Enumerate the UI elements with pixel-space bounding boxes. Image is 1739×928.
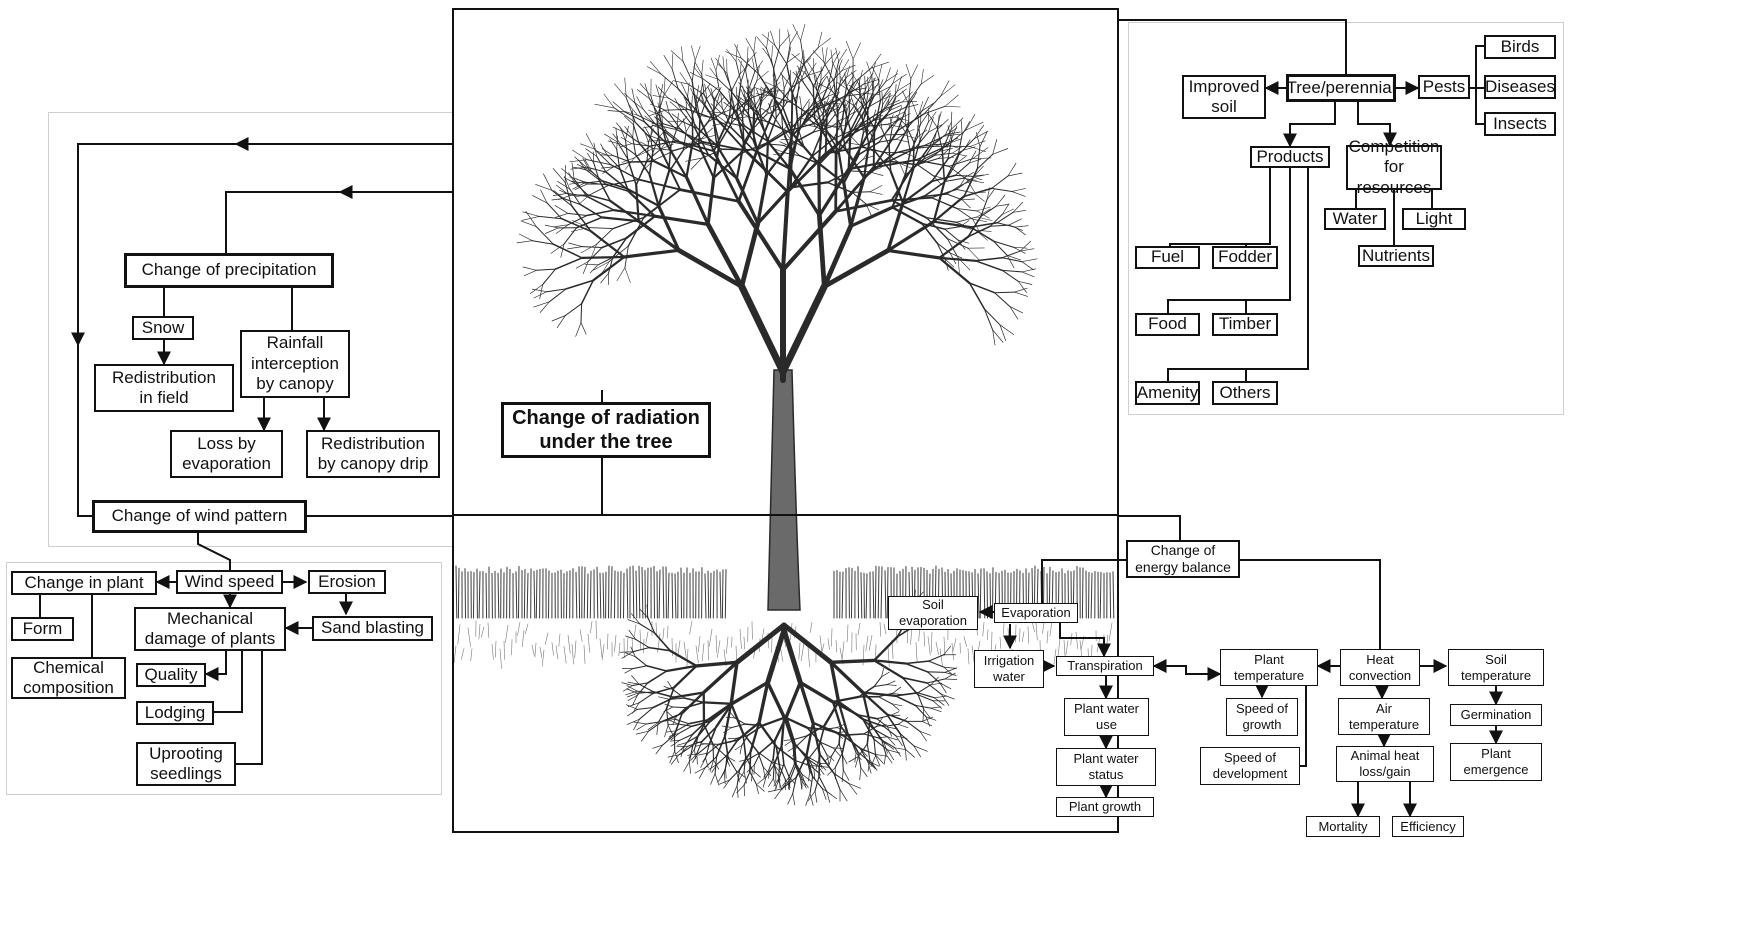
soil-temperature-box: Soil temperature <box>1448 649 1544 686</box>
timber-box: Timber <box>1212 313 1278 336</box>
tree-crown-icon <box>516 23 1038 611</box>
improved-soil-box: Improved soil <box>1182 75 1266 119</box>
mortality-box: Mortality <box>1306 816 1380 837</box>
chemical-composition-box: Chemical composition <box>11 657 126 699</box>
plant-growth-box: Plant growth <box>1056 797 1154 817</box>
heat-convection-box: Heat convection <box>1340 649 1420 686</box>
fodder-box: Fodder <box>1212 246 1278 269</box>
plant-water-status-box: Plant water status <box>1056 748 1156 786</box>
speed-of-growth-box: Speed of growth <box>1226 698 1298 736</box>
efficiency-box: Efficiency <box>1392 816 1464 837</box>
mechanical-damage-box: Mechanical damage of plants <box>134 607 286 651</box>
lodging-box: Lodging <box>136 701 214 725</box>
snow-box: Snow <box>132 316 194 340</box>
animal-heat-box: Animal heat loss/gain <box>1336 746 1434 782</box>
plant-water-use-box: Plant water use <box>1064 698 1149 736</box>
birds-box: Birds <box>1484 35 1556 59</box>
water-box: Water <box>1324 208 1386 230</box>
soil-evaporation-box: Soil evaporation <box>888 596 978 630</box>
change-in-plant-box: Change in plant <box>11 571 157 595</box>
redistribution-by-canopy-drip-box: Redistribution by canopy drip <box>306 430 440 478</box>
fuel-box: Fuel <box>1135 246 1200 269</box>
erosion-box: Erosion <box>308 570 386 594</box>
air-temperature-box: Air temperature <box>1338 698 1430 735</box>
change-of-wind-pattern-box: Change of wind pattern <box>92 500 307 533</box>
tree-perennial-box: Tree/perennial <box>1286 74 1396 102</box>
nutrients-box: Nutrients <box>1358 245 1434 267</box>
speed-of-development-box: Speed of development <box>1200 747 1300 785</box>
loss-by-evaporation-box: Loss by evaporation <box>170 430 283 478</box>
change-of-radiation-box: Change of radiation under the tree <box>501 402 711 458</box>
food-box: Food <box>1135 313 1200 336</box>
change-of-precipitation-box: Change of precipitation <box>124 253 334 288</box>
plant-emergence-box: Plant emergence <box>1450 743 1542 781</box>
amenity-box: Amenity <box>1135 381 1200 405</box>
form-box: Form <box>11 617 74 641</box>
pests-box: Pests <box>1418 75 1470 99</box>
others-box: Others <box>1212 381 1278 405</box>
wind-speed-box: Wind speed <box>176 570 283 594</box>
competition-box: Competition for resources <box>1346 137 1442 197</box>
evaporation-box: Evaporation <box>994 603 1078 623</box>
light-box: Light <box>1402 208 1466 230</box>
uprooting-seedlings-box: Uprooting seedlings <box>136 742 236 786</box>
transpiration-box: Transpiration <box>1056 656 1154 676</box>
sand-blasting-box: Sand blasting <box>312 616 433 641</box>
diseases-box: Diseases <box>1484 75 1556 99</box>
redistribution-in-field-box: Redistribution in field <box>94 364 234 412</box>
products-box: Products <box>1250 146 1330 168</box>
rainfall-interception-box: Rainfall interception by canopy <box>240 330 350 398</box>
root-system-icon <box>619 589 958 806</box>
quality-box: Quality <box>136 663 206 687</box>
plant-temperature-box: Plant temperature <box>1220 649 1318 686</box>
irrigation-water-box: Irrigation water <box>974 650 1044 688</box>
change-of-energy-balance-box: Change of energy balance <box>1126 540 1240 578</box>
germination-box: Germination <box>1450 704 1542 726</box>
insects-box: Insects <box>1484 112 1556 136</box>
